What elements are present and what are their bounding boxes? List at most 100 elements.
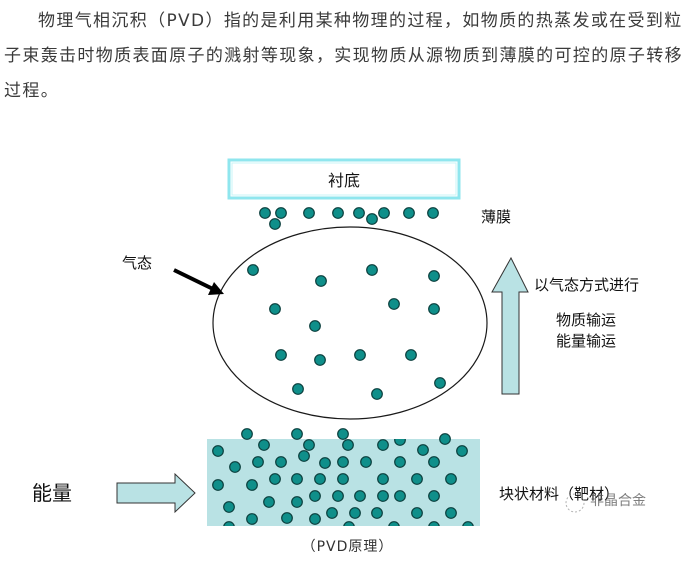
target-particle: [275, 456, 287, 468]
target-particles: [212, 439, 474, 526]
target-particle: [212, 479, 224, 491]
gas-particle: [315, 275, 327, 287]
figure-caption: （PVD原理）: [301, 539, 394, 555]
target-particle: [462, 521, 474, 526]
gas-particle: [388, 298, 400, 310]
gas-particle: [247, 264, 259, 276]
target-particle: [445, 507, 457, 519]
target-particle: [445, 473, 457, 485]
sputtered-particle: [439, 433, 451, 445]
target-particle: [314, 473, 326, 485]
film-particle: [269, 218, 281, 230]
gas-particle: [269, 303, 281, 315]
target-particle: [377, 490, 389, 502]
target-particle: [258, 439, 270, 451]
target-particle: [303, 439, 315, 451]
target-particle: [309, 513, 321, 525]
film-particle: [427, 207, 439, 219]
target-particle: [246, 513, 258, 525]
target-particle: [269, 473, 281, 485]
target-particle: [342, 439, 354, 451]
target-particle: [360, 456, 372, 468]
right-arrow-icon: [116, 472, 196, 514]
gas-particle: [292, 383, 304, 395]
intro-paragraph: 物理气相沉积（PVD）指的是利用某种物理的过程，如物质的热蒸发或在受到粒子束轰击…: [4, 11, 683, 101]
gas-phase-ellipse: [212, 226, 488, 420]
target-particle: [394, 456, 406, 468]
target-particle: [332, 490, 344, 502]
film-particles: [259, 207, 439, 230]
target-particle: [229, 461, 241, 473]
target-particle: [223, 521, 235, 526]
target-particle: [428, 490, 440, 502]
target-particle: [223, 501, 235, 513]
sputtered-particle: [241, 428, 253, 440]
upward-arrow-icon: [491, 256, 529, 395]
watermark-text: 非晶合金: [590, 493, 646, 509]
material-transport-label: 物质输运: [556, 311, 616, 329]
gas-phase-label: 以气态方式进行: [534, 276, 639, 294]
target-particle: [326, 507, 338, 519]
gas-particle: [309, 320, 321, 332]
target-particle: [417, 444, 429, 456]
target-particle: [298, 450, 310, 462]
target-particle: [212, 445, 224, 457]
target-particle: [377, 473, 389, 485]
target-particle: [411, 507, 423, 519]
target-particle: [388, 521, 400, 526]
film-label: 薄膜: [481, 208, 511, 226]
film-particle: [366, 213, 378, 225]
target-particle: [456, 445, 468, 457]
sputtered-particles: [241, 428, 451, 445]
film-particle: [353, 207, 365, 219]
sputtered-particle: [291, 428, 303, 440]
target-particle: [319, 457, 331, 469]
target-particle: [428, 456, 440, 468]
watermark: 非晶合金: [565, 493, 646, 513]
gas-particle: [314, 354, 326, 366]
energy-label: 能量: [32, 481, 72, 505]
target-particle: [354, 490, 366, 502]
target-particle: [291, 496, 303, 508]
target-particle: [263, 496, 275, 508]
target-particle: [281, 512, 293, 524]
gas-particles: [247, 264, 446, 400]
gas-particle: [366, 264, 378, 276]
target-particle: [343, 521, 355, 526]
gas-particle: [428, 270, 440, 282]
target-particle: [377, 439, 389, 451]
target-particle: [246, 479, 258, 491]
target-particle: [291, 473, 303, 485]
gas-particle: [434, 377, 446, 389]
gas-particle: [405, 349, 417, 361]
gas-state-label: 气态: [122, 254, 152, 272]
film-particle: [378, 207, 390, 219]
target-label: 块状材料（靶材）: [499, 485, 619, 503]
gas-particle: [275, 349, 287, 361]
target-particle: [337, 473, 349, 485]
wechat-icon: [565, 493, 585, 513]
gas-particle: [354, 349, 366, 361]
film-particle: [303, 207, 315, 219]
target-particle: [394, 439, 406, 446]
target-particle: [428, 521, 440, 526]
target-particle: [337, 456, 349, 468]
gas-particle: [428, 303, 440, 315]
sputtered-particle: [337, 428, 349, 440]
gas-particle: [371, 388, 383, 400]
target-particle: [371, 507, 383, 519]
energy-transport-label: 能量输运: [556, 332, 616, 350]
target-particle: [309, 490, 321, 502]
target-particle: [411, 473, 423, 485]
film-particle: [403, 207, 415, 219]
film-particle: [332, 207, 344, 219]
pointer-arrow-icon: [173, 268, 224, 295]
substrate-label: 衬底: [328, 171, 360, 190]
target-particle: [349, 507, 361, 519]
film-particle: [275, 207, 287, 219]
target-particle: [394, 490, 406, 502]
substrate: 衬底: [227, 158, 461, 200]
film-particle: [259, 207, 271, 219]
target-particle: [252, 456, 264, 468]
